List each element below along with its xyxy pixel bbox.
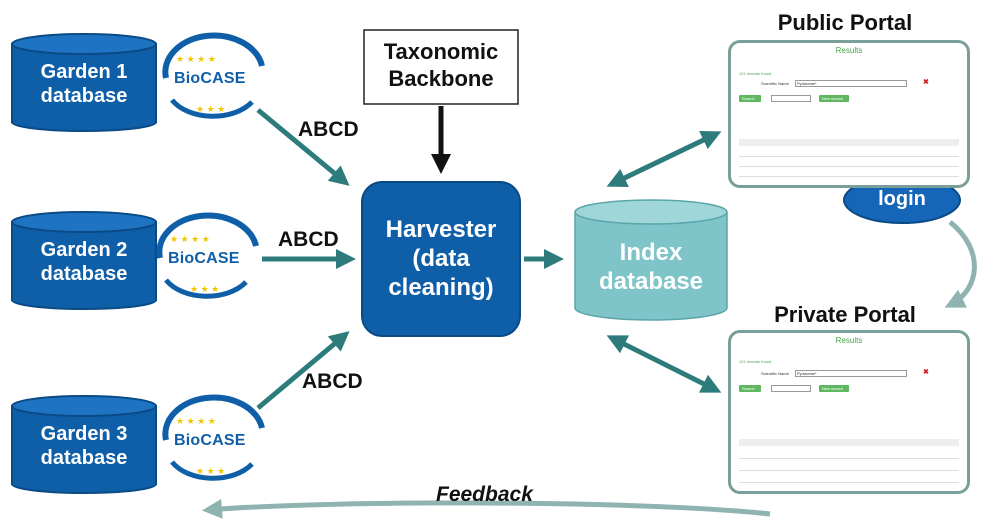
private-table-header <box>739 439 959 446</box>
biocase-text-3: BioCASE <box>174 432 246 449</box>
public-portal-title: Public Portal <box>777 10 913 35</box>
garden-3-label-line1: Garden 3 <box>40 423 128 445</box>
biocase-logo-1: ★ ★ ★ ★ ★ ★ ★ <box>162 32 265 119</box>
public-portal-screenshot[interactable]: Results 101 records found Scientific Nam… <box>728 40 970 188</box>
private-search-button-label: Search <box>742 386 755 391</box>
public-search-input[interactable] <box>795 80 907 87</box>
index-db-label: Index database <box>575 238 727 296</box>
garden-2-db-shape <box>11 211 157 310</box>
index-line1: Index <box>619 239 683 266</box>
table-row[interactable] <box>739 149 959 157</box>
private-search-value: Pyrtaceae* <box>797 371 817 376</box>
svg-text:★ ★ ★: ★ ★ ★ <box>196 104 225 114</box>
svg-text:★ ★ ★: ★ ★ ★ <box>196 466 225 476</box>
biocase-logo-2: ★ ★ ★ ★ ★ ★ ★ <box>156 212 259 299</box>
backbone-line2: Backbone <box>388 66 494 91</box>
harvester-line2: (data <box>412 245 470 272</box>
garden-1-label: Garden 1 database <box>12 60 156 108</box>
backbone-box <box>363 29 519 105</box>
garden-2-label: Garden 2 database <box>12 238 156 286</box>
private-new-search-button[interactable] <box>819 385 849 392</box>
private-portal-title: Private Portal <box>774 302 916 327</box>
svg-text:★ ★ ★ ★: ★ ★ ★ ★ <box>170 234 210 244</box>
abcd-label-2: ABCD <box>278 228 339 251</box>
arrow-garden1-harvester <box>256 108 350 186</box>
biocase-logo-3: ★ ★ ★ ★ ★ ★ ★ <box>162 394 265 481</box>
arrow-garden3-harvester <box>256 331 350 410</box>
table-row[interactable] <box>739 473 959 483</box>
public-results-heading: Results <box>835 46 863 55</box>
garden-2-label-line1: Garden 2 <box>40 239 128 261</box>
public-clear-icon[interactable]: ✖ <box>923 79 929 86</box>
backbone-label: Taxonomic Backbone <box>364 38 518 92</box>
private-search-label: Scientific Name <box>761 371 789 376</box>
backbone-line1: Taxonomic <box>383 39 499 64</box>
public-new-search-button[interactable] <box>819 95 849 102</box>
login-label[interactable]: login <box>878 188 926 210</box>
svg-text:★ ★ ★ ★: ★ ★ ★ ★ <box>176 416 216 426</box>
harvester-label: Harvester (data cleaning) <box>362 215 520 302</box>
private-records-found: 101 records found <box>739 359 772 364</box>
private-clear-icon[interactable]: ✖ <box>923 369 929 376</box>
private-portal-screenshot[interactable]: Results 101 records found Scientific Nam… <box>728 330 970 494</box>
arrow-feedback <box>202 498 771 519</box>
private-new-search-label: New search <box>822 386 844 391</box>
abcd-label-1: ABCD <box>298 118 359 141</box>
public-page-input[interactable] <box>771 95 811 102</box>
garden-3-db-shape <box>11 395 157 494</box>
index-db-shape <box>574 199 728 321</box>
table-row[interactable] <box>739 169 959 177</box>
table-row[interactable] <box>739 461 959 471</box>
public-search-button[interactable] <box>739 95 761 102</box>
arrow-login-private <box>944 220 977 308</box>
private-results-heading: Results <box>835 336 863 345</box>
public-table-header <box>739 139 959 146</box>
private-page-input[interactable] <box>771 385 811 392</box>
garden-3-label: Garden 3 database <box>12 422 156 470</box>
garden-2-label-line2: database <box>40 263 128 285</box>
public-search-label: Scientific Name <box>761 81 789 86</box>
svg-text:★ ★ ★: ★ ★ ★ <box>190 284 219 294</box>
private-search-button[interactable] <box>739 385 761 392</box>
harvester-box <box>361 181 521 337</box>
index-line2: database <box>598 268 704 295</box>
svg-text:★ ★ ★ ★: ★ ★ ★ ★ <box>176 54 216 64</box>
private-search-input[interactable] <box>795 370 907 377</box>
public-search-value: Pyrtaceae* <box>797 81 817 86</box>
harvester-line1: Harvester <box>385 216 497 243</box>
public-records-found: 101 records found <box>739 71 772 76</box>
feedback-label: Feedback <box>436 483 533 506</box>
table-row[interactable] <box>739 159 959 167</box>
harvester-line3: cleaning) <box>388 274 494 301</box>
biocase-text-2: BioCASE <box>168 250 240 267</box>
public-search-button-label: Search <box>742 96 755 101</box>
garden-1-label-line1: Garden 1 <box>40 61 128 83</box>
arrow-index-public <box>606 131 722 187</box>
garden-1-db-shape <box>11 33 157 132</box>
arrow-index-private <box>606 335 722 393</box>
garden-3-label-line2: database <box>40 447 128 469</box>
biocase-text-1: BioCASE <box>174 70 246 87</box>
abcd-label-3: ABCD <box>302 370 363 393</box>
garden-1-label-line2: database <box>40 85 128 107</box>
public-new-search-label: New search <box>822 96 844 101</box>
table-row[interactable] <box>739 449 959 459</box>
